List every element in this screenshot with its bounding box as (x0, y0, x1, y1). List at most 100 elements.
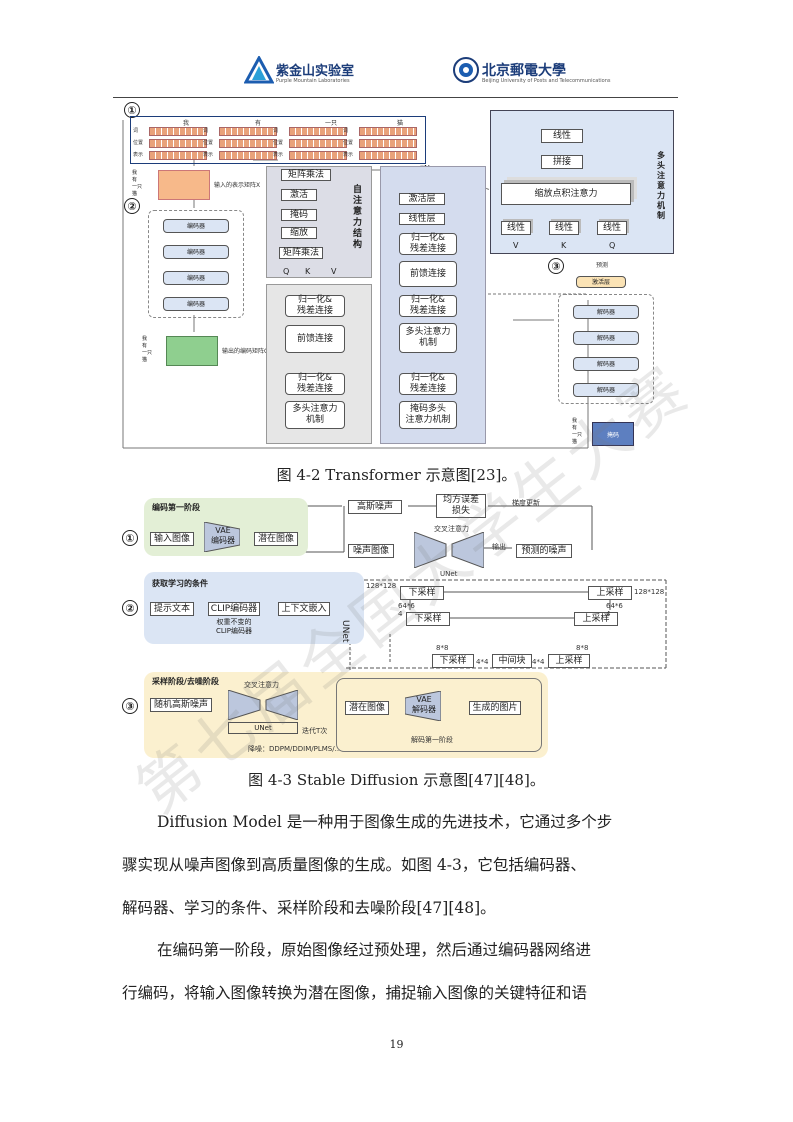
side-word: 猫 (572, 439, 578, 445)
unet-top-label: UNet (440, 570, 458, 578)
marker-3: ③ (548, 258, 564, 274)
embedding-rows: 词词词词位置位置位置位置表示表示表示表示 (131, 125, 427, 165)
marker-2: ② (122, 600, 138, 616)
figure-4-2-caption: 图 4-2 Transformer 示意图[23]。 (276, 466, 517, 484)
gaussian-noise-box: 高斯噪声 (348, 500, 402, 514)
down-sample-1: 下采样 (400, 586, 444, 600)
header: 紫金山实验室 Purple Mountain Laboratories 北京郵電… (0, 0, 793, 100)
stage2-title: 获取学习的条件 (152, 579, 208, 588)
side-words-top: 我 有 一只 猫 (132, 170, 154, 198)
mha-linear-v: 线性 (501, 221, 531, 235)
word-2: 一只 (325, 120, 338, 127)
enc-norm-bottom: 归一化& 残差连接 (285, 373, 345, 395)
decoder-block: 解码器 (573, 383, 639, 397)
v-label: V (331, 267, 337, 276)
marker-2: ② (124, 198, 140, 214)
page-number: 19 (389, 1038, 404, 1051)
embedding-row-label: 表示 (343, 152, 354, 158)
k-label: K (305, 267, 311, 276)
predicted-noise-box: 预测的噪声 (516, 544, 572, 558)
size-128-left: 128*128 (366, 582, 397, 590)
side-word: 一只 (572, 432, 583, 438)
down-sample-3: 下采样 (432, 654, 474, 668)
encoder-block: 编码器 (163, 245, 229, 259)
embedding-row-label: 位置 (273, 140, 284, 146)
stage3-panel: 采样阶段/去噪阶段 交叉注意力 随机高斯噪声 UNet 迭代T次 降噪：DDPM… (144, 672, 548, 758)
matmul-bottom: 矩阵乘法 (279, 247, 323, 259)
embedding-cells (219, 139, 277, 148)
v-input-label: V (513, 241, 519, 250)
generated-image-box: 生成的图片 (469, 701, 521, 715)
enc-feedforward: 前馈连接 (285, 325, 345, 353)
header-rule (113, 97, 678, 98)
unet-shape-top (413, 531, 485, 572)
side-words-decoder: 我 有 一只 猫 (572, 418, 590, 446)
vae-encoder-label: VAE 编码器 (211, 526, 235, 545)
side-word: 有 (572, 425, 578, 431)
input-matrix-label: 输入的表示矩阵X (214, 182, 261, 189)
latent-image-box-2: 潜在图像 (345, 701, 389, 715)
encoder-stack: 编码器 编码器 编码器 编码器 (148, 210, 244, 318)
matmul-top: 矩阵乘法 (281, 169, 331, 181)
dec-feedforward: 前馈连接 (399, 261, 457, 287)
side-words-bottom: 我 有 一只 猫 (142, 336, 164, 364)
input-matrix (158, 170, 210, 200)
embedding-row-label: 词 (133, 128, 139, 134)
dec-linear: 线性层 (399, 213, 445, 225)
logo-left-text: 紫金山实验室 (276, 64, 355, 79)
dec-mha: 多头注意力 机制 (399, 323, 457, 353)
decoder-layer-panel: 激活层 线性层 归一化& 残差连接 前馈连接 归一化& 残差连接 多头注意力 机… (380, 166, 486, 444)
cross-attn-label: 交叉注意力 (434, 525, 469, 533)
encoder-block: 编码器 (163, 271, 229, 285)
purple-mountain-logo-icon (243, 54, 275, 88)
unet-bottom-label: UNet (228, 722, 298, 734)
up-sample-2: 上采样 (574, 612, 618, 626)
prompt-text-box: 提示文本 (150, 602, 194, 616)
paragraph-2-line-1: 在编码第一阶段，原始图像经过预处理，然后通过编码器网络进 (157, 941, 592, 959)
iterate-label: 迭代T次 (302, 727, 328, 735)
frozen-clip-label: 权重不变的 CLIP编码器 (215, 618, 253, 635)
stage1-title: 编码第一阶段 (152, 503, 200, 512)
embedding-cells (289, 127, 347, 136)
embedding-cells (149, 127, 207, 136)
encoding-matrix (166, 336, 218, 366)
q-input-label: Q (609, 241, 616, 250)
scheduler-label: 降噪：DDPM/DDIM/PLMS/... (248, 745, 342, 753)
side-word: 我 (132, 170, 138, 176)
stage2-panel: 获取学习的条件 提示文本 CLIP编码器 权重不变的 CLIP编码器 上下文嵌入 (144, 572, 364, 644)
output-label: 输出 (492, 543, 506, 551)
bupt-logo-icon (452, 56, 480, 88)
up-sample-1: 上采样 (588, 586, 632, 600)
random-noise-box: 随机高斯噪声 (150, 698, 212, 712)
embedding-row-label: 词 (273, 128, 279, 134)
side-word: 我 (572, 418, 578, 424)
clip-encoder-box: CLIP编码器 (208, 602, 260, 616)
self-attention-panel: 矩阵乘法 激活 掩码 缩放 矩阵乘法 Q K V 自注意力结构 (266, 166, 372, 278)
word-0: 我 (183, 120, 190, 127)
up-sample-3: 上采样 (548, 654, 590, 668)
predict-label: 预测 (596, 262, 609, 269)
middle-block: 中间块 (492, 654, 532, 668)
encoder-layer-panel: 归一化& 残差连接 前馈连接 归一化& 残差连接 多头注意力 机制 (266, 284, 372, 444)
side-word: 我 (142, 336, 148, 342)
mha-title: 多头注意力机制 (657, 151, 665, 220)
dec-norm-2: 归一化& 残差连接 (399, 295, 457, 317)
mha-linear-k: 线性 (549, 221, 579, 235)
stage1-panel: 编码第一阶段 输入图像 VAE 编码器 潜在图像 (144, 498, 308, 556)
decoder-block: 解码器 (573, 331, 639, 345)
context-embed-box: 上下文嵌入 (278, 602, 330, 616)
side-word: 一只 (132, 184, 143, 190)
size-8-right: 8*8 (576, 644, 589, 652)
side-word: 一只 (142, 350, 153, 356)
embedding-row-label: 表示 (273, 152, 284, 158)
encoder-block: 编码器 (163, 219, 229, 233)
figure-stable-diffusion: 编码第一阶段 输入图像 VAE 编码器 潜在图像 ① 高斯噪声 均方误差 损失 … (118, 492, 678, 760)
logo-right-subtitle: Beijing University of Posts and Telecomm… (482, 78, 611, 84)
decoder-block: 解码器 (573, 357, 639, 371)
decoder-stack: 解码器 解码器 解码器 解码器 (558, 294, 654, 404)
marker-3: ③ (122, 698, 138, 714)
figure-transformer: ① ② ③ 我 有 一只 猫 词词词词位置位置位置位置表示表示表示表示 输入的表… (118, 100, 678, 460)
activation: 激活 (281, 189, 317, 201)
marker-1: ① (124, 102, 140, 118)
size-4-left: 4*4 (476, 658, 489, 666)
